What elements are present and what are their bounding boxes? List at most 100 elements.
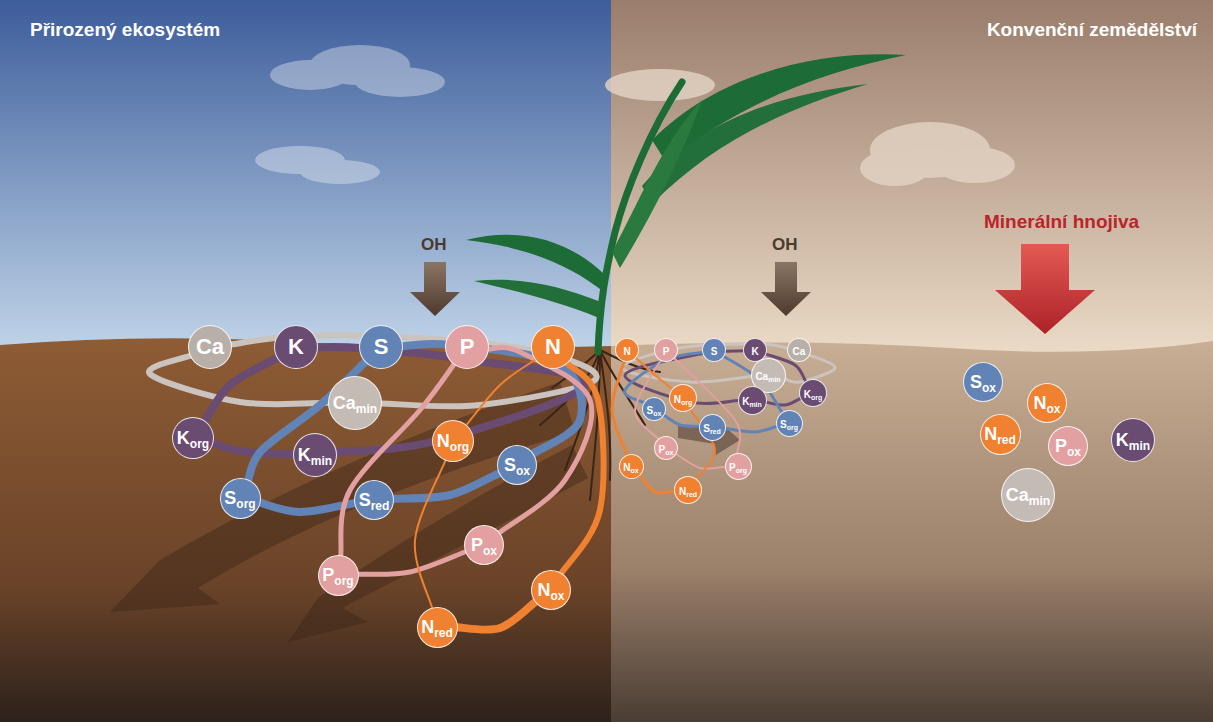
cycle-line (561, 363, 604, 574)
element-subscript: red (686, 491, 697, 498)
element-subscript: min (311, 454, 332, 468)
element-label: Norg (437, 432, 469, 450)
element-label: Ca (793, 342, 806, 358)
element-label: Sred (359, 491, 390, 509)
fertilizer-arrow (995, 244, 1095, 334)
element-circle: Camin (328, 376, 382, 430)
element-circle: Sox (642, 397, 666, 421)
element-subscript: red (710, 428, 721, 435)
element-label: K (288, 336, 304, 358)
cycle-line (488, 347, 592, 533)
element-label: S (374, 336, 389, 358)
element-symbol: S (970, 372, 982, 392)
element-subscript: ox (550, 589, 564, 603)
element-subscript: org (334, 574, 353, 588)
element-label: Sred (703, 419, 721, 435)
element-label: Camin (1006, 486, 1050, 504)
element-subscript: ox (516, 464, 530, 478)
element-circle: P (445, 325, 489, 369)
arrow-label: OH (421, 236, 447, 255)
element-circle: Sox (963, 362, 1003, 402)
element-circle: Sred (699, 414, 726, 441)
element-circle: Camin (1001, 468, 1055, 522)
element-circle: S (702, 338, 726, 362)
oh-arrow (410, 262, 460, 316)
element-symbol: K (742, 396, 749, 407)
element-circle: Nred (980, 414, 1021, 455)
element-symbol: Ca (1006, 485, 1029, 505)
element-label: Porg (322, 566, 353, 584)
element-circle: Korg (172, 417, 214, 459)
element-subscript: min (1029, 494, 1050, 508)
element-label: Nred (679, 482, 697, 498)
cloud (860, 150, 930, 186)
cycle-line (639, 475, 675, 493)
leaf (474, 280, 601, 318)
element-label: P (663, 342, 670, 358)
element-symbol: N (623, 462, 630, 473)
element-symbol: N (674, 394, 681, 405)
cloud (300, 160, 380, 184)
element-label: Sorg (224, 489, 255, 507)
element-circle: Nox (531, 570, 571, 610)
cloud (605, 69, 715, 101)
element-circle: Porg (725, 453, 752, 480)
element-circle: Ca (188, 325, 232, 369)
sky-left (0, 0, 611, 360)
element-circle: Kmin (738, 386, 767, 415)
cycle-line (765, 398, 801, 405)
element-circle: Sox (497, 445, 537, 485)
cycle-line (358, 552, 467, 575)
cycle-line (635, 357, 673, 389)
element-label: Ca (196, 336, 224, 358)
arrow-label: OH (772, 236, 798, 255)
element-circle: Ca (787, 338, 811, 362)
element-subscript: min (749, 401, 761, 408)
element-label: Kmin (1116, 431, 1150, 449)
element-subscript: min (356, 402, 377, 416)
cycle-line (612, 361, 627, 455)
element-label: Sox (970, 373, 996, 391)
element-circle: N (531, 325, 575, 369)
element-subscript: ox (483, 544, 497, 558)
element-label: Camin (755, 367, 780, 383)
element-symbol: N (1033, 393, 1046, 413)
element-label: Nox (537, 581, 564, 599)
element-label: Nox (1033, 394, 1060, 412)
plant (466, 54, 906, 352)
element-subscript: org (236, 497, 255, 511)
element-symbol: Ca (793, 346, 806, 357)
element-label: Norg (674, 390, 693, 406)
cycle-line (212, 443, 294, 454)
arrow-shape (995, 244, 1095, 334)
element-circle: K (274, 325, 318, 369)
element-symbol: S (780, 419, 787, 430)
element-circle: Norg (669, 384, 697, 412)
element-subscript: ox (665, 449, 673, 456)
element-symbol: N (545, 334, 561, 359)
cloud (935, 147, 1015, 183)
element-label: Korg (177, 429, 209, 447)
element-label: P (460, 336, 475, 358)
element-circle: Nred (417, 607, 458, 648)
sky-right (611, 0, 1213, 360)
element-circle: Kmin (1111, 418, 1155, 462)
element-circle: N (615, 338, 639, 362)
element-symbol: N (623, 346, 630, 357)
element-circle: Pox (464, 525, 504, 565)
element-symbol: S (224, 488, 236, 508)
element-circle: Nox (1027, 383, 1067, 423)
panel-heading: Přirozený ekosystém (30, 20, 220, 41)
element-symbol: K (177, 428, 190, 448)
element-symbol: S (374, 334, 389, 359)
element-label: Pox (659, 440, 674, 456)
element-symbol: P (322, 565, 334, 585)
element-subscript: org (787, 424, 798, 431)
element-symbol: K (288, 334, 304, 359)
element-symbol: N (679, 486, 686, 497)
element-circle: Norg (432, 420, 474, 462)
cloud (270, 60, 350, 90)
element-subscript: org (736, 467, 747, 474)
